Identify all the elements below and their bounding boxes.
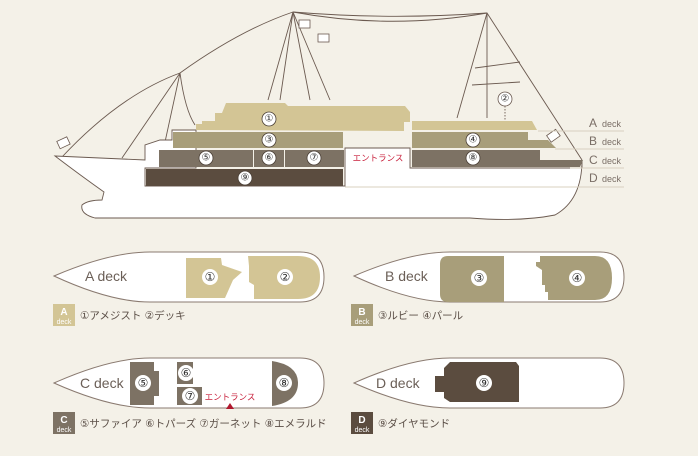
room-number-badge [202, 269, 218, 285]
legend-b: ③ルビー ④パール [378, 310, 463, 322]
room-number-badge [261, 111, 277, 127]
plan-title: C deck [80, 375, 125, 391]
ship-side-view: エントランス ① ② ③ ④ ⑤ ⑥ ⑦ ⑧ ⑨ A deck B deck C… [53, 11, 624, 220]
room-number-badge [237, 170, 253, 186]
label-text: ⑦ [310, 153, 319, 164]
room-2-marker: ② [501, 94, 510, 105]
label-text: deck [57, 319, 72, 326]
room-number-badge [276, 375, 292, 391]
plan-a-deck: A deck ① ② A deck ①アメジスト ②デッキ [52, 251, 325, 326]
label-text: ⑥ [181, 366, 192, 380]
room-number-badge [306, 150, 322, 166]
deck-badge-d [351, 412, 373, 434]
label-text: ⑨ [479, 376, 490, 390]
label-text: ⑧ [279, 376, 290, 390]
room-number-badge [476, 375, 492, 391]
plan-title: A deck [85, 268, 128, 284]
room-3-side[interactable] [173, 132, 343, 148]
room-8-side[interactable] [412, 150, 583, 167]
label-text: deck [602, 174, 622, 184]
deck-badge-c [53, 412, 75, 434]
entrance-label-side: エントランス [353, 154, 404, 164]
rigging [61, 11, 583, 161]
label-text: ④ [572, 271, 583, 285]
label-text: ① [265, 114, 274, 125]
room-2-side[interactable] [412, 121, 537, 130]
label-text: B [358, 307, 365, 318]
deck-label-b: B [589, 134, 597, 148]
deck-badge-b [351, 304, 373, 326]
room-4-side[interactable] [412, 132, 556, 148]
label-text: ⑤ [138, 376, 149, 390]
room-number-badge [497, 91, 513, 107]
legend-c: ⑤サファイア ⑥トパーズ ⑦ガーネット ⑧エメラルド [80, 417, 327, 430]
room-number-badge [178, 365, 194, 381]
label-text: A [60, 307, 67, 318]
label-text: ④ [469, 135, 478, 146]
label-text: ⑨ [241, 173, 250, 184]
label-text: ② [280, 270, 291, 284]
room-number-badge [198, 150, 214, 166]
deck-labels-side: A deck B deck C deck D deck [589, 116, 622, 185]
room-1-side[interactable] [196, 103, 410, 131]
plan-c-deck: C deck ⑤ ⑥ ⑦ ⑧ エントランス C deck ⑤サファイア ⑥トパー… [52, 357, 327, 434]
label-text: ⑤ [202, 153, 211, 164]
flag-icon [56, 19, 561, 150]
room-number-badge [465, 132, 481, 148]
plan-d-deck: D deck ⑨ D deck ⑨ダイヤモンド [351, 357, 625, 434]
label-text: ③ [474, 271, 485, 285]
label-text: deck [57, 427, 72, 434]
entrance-label-plan: エントランス [205, 393, 256, 403]
deck-label-c: C [589, 153, 598, 167]
room-number-badge [277, 269, 293, 285]
legend-d: ⑨ダイヤモンド [378, 417, 450, 430]
room-number-badge [182, 388, 198, 404]
deck-badge-a [53, 304, 75, 326]
legend-a: ①アメジスト ②デッキ [80, 309, 186, 322]
room-number-badge [261, 132, 277, 148]
label-text: ⑦ [185, 389, 196, 403]
label-text: deck [355, 319, 370, 326]
label-text: deck [602, 137, 622, 147]
room-number-badge [569, 270, 585, 286]
label-text: deck [355, 427, 370, 434]
label-text: ③ [265, 135, 274, 146]
label-text: deck [602, 156, 622, 166]
room-number-badge [261, 150, 277, 166]
plan-b-deck: B deck ③ ④ B deck ③ルビー ④パール [351, 251, 625, 326]
plan-title: D deck [376, 375, 421, 391]
room-number-badge [465, 150, 481, 166]
entrance-arrow-icon [226, 403, 234, 409]
label-text: deck [602, 119, 622, 129]
plan-title: B deck [385, 268, 429, 284]
label-text: D [358, 415, 365, 426]
room-numbers-side: ① ② ③ ④ ⑤ ⑥ ⑦ ⑧ ⑨ [198, 91, 513, 186]
label-text: ⑧ [469, 153, 478, 164]
room-number-badge [135, 375, 151, 391]
room-number-badge [471, 270, 487, 286]
label-text: ① [205, 270, 216, 284]
deck-label-d: D [589, 171, 598, 185]
label-text: C [60, 415, 67, 426]
label-text: ⑥ [265, 153, 274, 164]
deck-label-a: A [589, 116, 597, 130]
deck-guide-lines [345, 130, 624, 188]
